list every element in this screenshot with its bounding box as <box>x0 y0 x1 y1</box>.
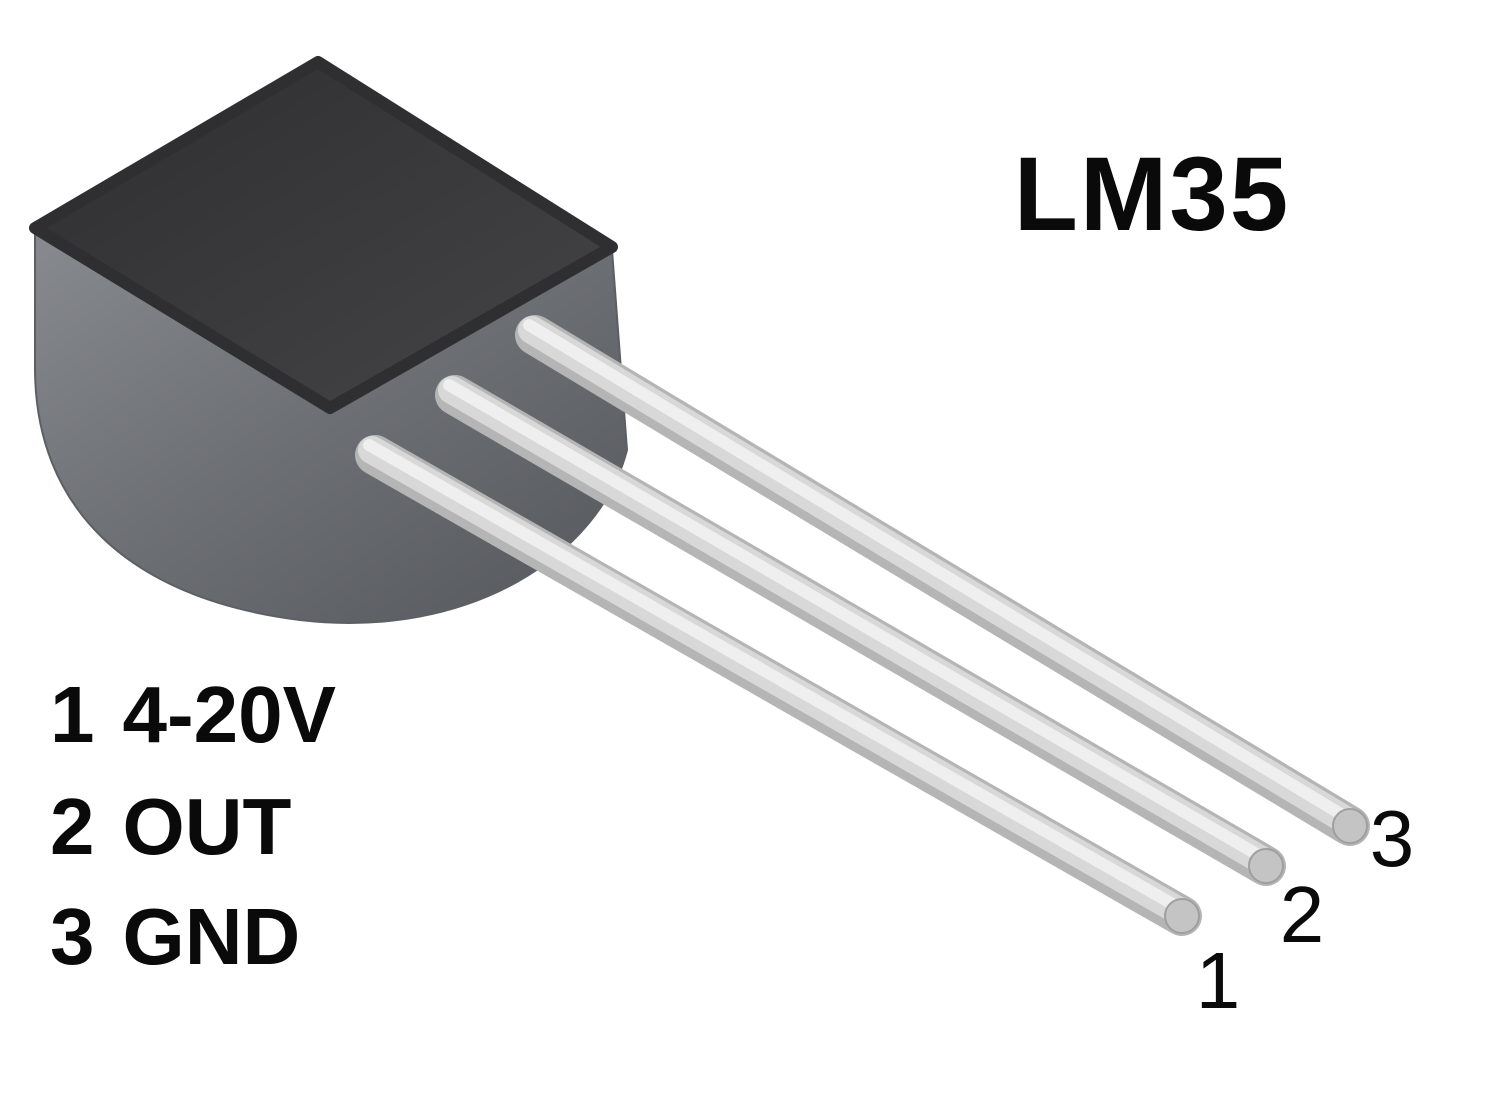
legend-line-2: 2 OUT <box>50 782 292 871</box>
lead-1 <box>355 435 1202 936</box>
legend-line-1: 1 4-20V <box>50 670 336 759</box>
legend-3-pin: 3 <box>50 892 95 981</box>
pin-legend: 1 4-20V 2 OUT 3 GND <box>50 670 336 981</box>
lead-1-number: 1 <box>1196 936 1241 1025</box>
legend-2-signal: OUT <box>123 782 292 871</box>
part-number-title: LM35 <box>1014 136 1290 253</box>
lead-2 <box>435 375 1286 886</box>
lead-3-number: 3 <box>1370 794 1415 883</box>
lead-2-number: 2 <box>1280 870 1325 959</box>
lead-3-tip <box>1332 808 1368 844</box>
legend-2-pin: 2 <box>50 782 95 871</box>
lead-group <box>355 315 1370 936</box>
lead-3 <box>515 315 1370 846</box>
legend-line-3: 3 GND <box>50 892 300 981</box>
legend-3-signal: GND <box>123 892 301 981</box>
legend-1-pin: 1 <box>50 670 95 759</box>
package-top-face <box>29 56 618 414</box>
lead-1-tip <box>1164 898 1200 934</box>
legend-1-signal: 4-20V <box>123 670 336 759</box>
lead-tip-numbers: 1 2 3 <box>1196 794 1415 1025</box>
lead-2-tip <box>1248 848 1284 884</box>
